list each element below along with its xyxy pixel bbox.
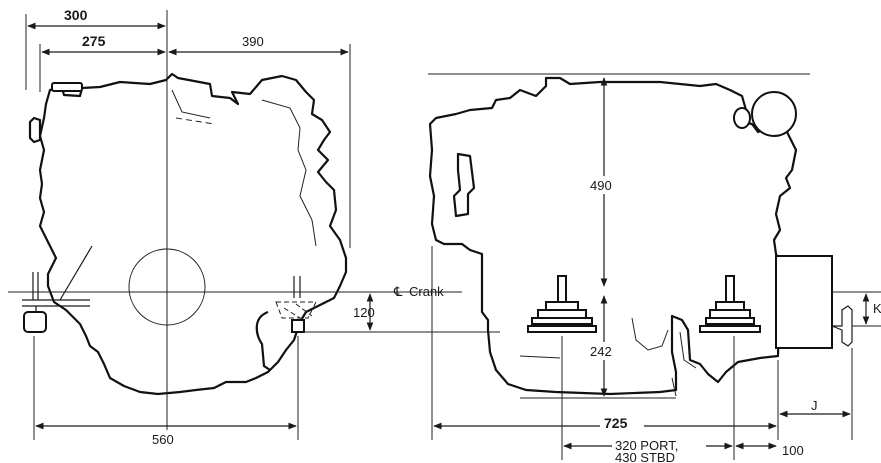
dim-430-label: 430 STBD [615,450,675,463]
side-view: ℄ Crank 490 242 K 725 320 PORT, 430 STBD [393,73,881,463]
side-mount-rear [699,275,761,333]
turbo-housing [751,91,797,137]
turbo-small [733,107,751,129]
front-view: 300 275 390 560 120 [8,7,500,447]
dim-275-label: 275 [82,33,106,49]
dim-560-label: 560 [152,432,174,447]
dim-120-label: 120 [353,305,375,320]
dim-390-label: 390 [242,34,264,49]
dim-725-label: 725 [604,415,628,431]
flywheel-housing [775,255,833,349]
output-shaft [831,305,853,347]
dim-320-label: 320 PORT, [615,438,678,453]
filler-cap [51,82,83,92]
dim-100-label: 100 [782,443,804,458]
dim-k-label: K [873,301,881,316]
side-mount-front [527,275,597,333]
dim-242-label: 242 [590,344,612,359]
front-engine-outline [38,72,348,396]
dim-300-label: 300 [64,7,88,23]
top-hatch-dashed [175,117,215,125]
crank-label: Crank [409,284,444,299]
crank-symbol: ℄ [393,284,403,299]
dim-j-label: J [811,398,818,413]
left-bracket [452,152,476,218]
right-mount-dashed [275,301,317,319]
side-plug [28,116,42,144]
right-engine-mount [291,319,305,333]
top-hatch [171,89,211,119]
left-engine-mount [23,311,47,333]
dim-490-label: 490 [590,178,612,193]
